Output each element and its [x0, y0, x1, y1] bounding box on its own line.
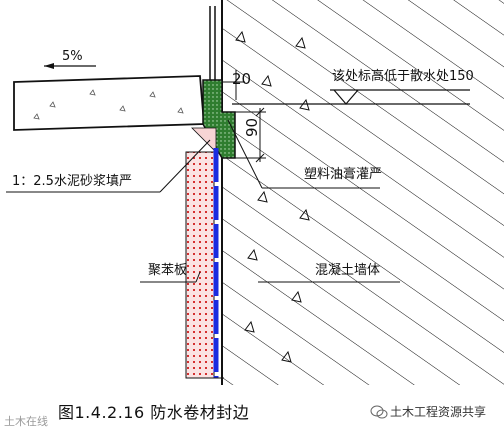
concrete-wall: [222, 0, 504, 385]
watermark-right: 土木工程资源共享: [390, 405, 487, 419]
wechat-icon: [370, 405, 388, 419]
mortar-fill: [191, 127, 217, 153]
mortar-label: 1：2.5水泥砂浆填严: [12, 174, 132, 189]
concrete-wall-label: 混凝土墙体: [315, 263, 381, 278]
polystyrene-label: 聚苯板: [148, 263, 188, 278]
watermark-left: 土木在线: [4, 415, 48, 428]
elevation-marker: [232, 89, 470, 105]
dimension-lines: [222, 70, 266, 163]
leader-lines: [6, 119, 400, 283]
polystyrene-board: [185, 151, 215, 379]
dim-top-label: 20: [232, 70, 252, 88]
slope-arrow: [44, 63, 96, 69]
slope-label: 5%: [62, 49, 83, 64]
apron-slab: [13, 75, 205, 131]
plastic-ointment-label: 塑料油膏灌严: [304, 167, 383, 182]
dim-side-label: 90: [243, 117, 261, 137]
elevation-note-label: 该处标高低于散水处150: [332, 69, 474, 84]
figure-caption: 图1.4.2.16 防水卷材封边: [58, 403, 250, 422]
